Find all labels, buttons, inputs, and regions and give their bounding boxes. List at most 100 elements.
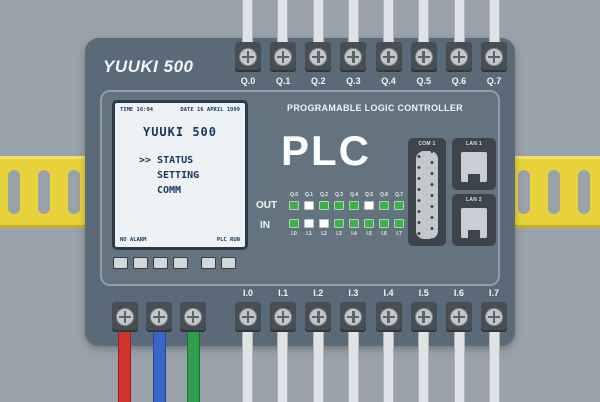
screw-terminal	[445, 302, 472, 332]
output-terminal-label: Q.5	[416, 76, 431, 86]
screw-terminal	[410, 302, 437, 332]
input-wire	[347, 330, 359, 402]
output-led	[364, 201, 374, 210]
output-terminal-label: Q.6	[451, 76, 467, 86]
screw-icon	[484, 308, 503, 326]
panel-title: PROGRAMABLE LOGIC CONTROLLER	[287, 103, 463, 113]
output-wire	[277, 0, 289, 50]
screw-terminal	[375, 302, 402, 332]
out-led-label: Q.6	[379, 192, 389, 198]
in-row-label: IN	[260, 220, 270, 231]
screw-icon	[449, 48, 468, 66]
panel-button-5[interactable]	[201, 257, 216, 269]
input-terminal-label: I.2	[313, 288, 324, 298]
screw-terminal	[270, 42, 297, 72]
panel-button-6[interactable]	[221, 257, 236, 269]
panel-button-2[interactable]	[133, 257, 148, 269]
output-led	[289, 201, 299, 210]
screw-terminal	[410, 42, 437, 72]
screw-terminal	[340, 42, 367, 72]
screw-icon	[274, 48, 293, 66]
output-terminal-label: Q.4	[381, 76, 396, 86]
screw-icon	[379, 48, 398, 66]
screw-terminal	[480, 302, 507, 332]
input-wire	[488, 330, 500, 402]
output-led	[334, 201, 344, 210]
in-led-label: I.2	[321, 231, 327, 237]
din-rail-slot	[68, 170, 80, 214]
out-led-label: Q.5	[364, 192, 374, 198]
output-led	[349, 201, 359, 210]
panel-button-3[interactable]	[153, 257, 168, 269]
out-row-label: OUT	[256, 200, 278, 211]
input-terminal-label: I.3	[348, 288, 359, 298]
out-led-label: Q.1	[304, 192, 314, 198]
screw-icon	[344, 308, 363, 326]
output-wire	[418, 0, 430, 50]
screw-icon	[344, 48, 363, 66]
out-led-label: Q.7	[394, 192, 404, 198]
input-led	[394, 219, 404, 228]
screw-terminal	[340, 302, 367, 332]
out-led-label: Q.3	[334, 192, 344, 198]
screw-terminal	[235, 302, 261, 332]
lan2-port-label: LAN 2	[466, 197, 482, 203]
lcd-header-row: TIME 16:04 DATE 16 APRIL 1999	[120, 107, 240, 113]
plc-logo: PLC	[281, 127, 371, 174]
lcd-menu-item: SETTING	[157, 170, 200, 181]
output-wire	[347, 0, 359, 50]
input-terminal-label: I.0	[242, 288, 253, 298]
screw-icon	[274, 308, 293, 326]
dsub-pins	[416, 151, 438, 239]
in-led-label: I.3	[336, 231, 342, 237]
screw-icon	[239, 308, 257, 326]
input-led	[379, 219, 389, 228]
lcd-title: YUUKI 500	[142, 125, 218, 139]
input-led	[289, 219, 299, 228]
power-terminal-row	[112, 302, 206, 332]
output-wire	[488, 0, 500, 50]
input-terminal-row	[235, 302, 507, 332]
din-rail-slot	[548, 170, 560, 214]
output-terminal-label: Q.1	[275, 76, 291, 86]
lcd-menu-item: COMM	[157, 185, 182, 196]
input-led	[319, 219, 329, 228]
lcd-button-group-right	[201, 257, 236, 269]
input-wire	[383, 330, 395, 402]
in-led-label: I.4	[351, 231, 357, 237]
out-led-label: Q.4	[349, 192, 359, 198]
screw-icon	[184, 308, 202, 326]
in-led-label: I.7	[396, 231, 402, 237]
lcd-time: TIME 16:04	[120, 107, 154, 113]
power-wire	[152, 330, 166, 402]
screw-terminal	[180, 302, 206, 332]
com-port-label: COM 1	[418, 141, 436, 147]
input-terminal-label: I.4	[383, 288, 394, 298]
lcd-alarm-status: NO ALARM	[120, 237, 147, 243]
output-wire	[453, 0, 465, 50]
screw-terminal	[270, 302, 297, 332]
power-wires	[112, 330, 206, 402]
input-led	[334, 219, 344, 228]
output-led	[319, 201, 329, 210]
panel-button-1[interactable]	[113, 257, 128, 269]
output-wire	[312, 0, 324, 50]
output-terminal-row	[235, 42, 507, 72]
out-led-label: Q.0	[289, 192, 299, 198]
power-wire	[187, 330, 200, 402]
output-terminal-label: Q.3	[346, 76, 361, 86]
screw-icon	[150, 308, 168, 326]
panel-button-4[interactable]	[173, 257, 188, 269]
lcd-status-row: NO ALARM PLC RUN	[120, 237, 240, 243]
screw-terminal	[305, 42, 332, 72]
lan1-port-label: LAN 1	[466, 141, 482, 147]
com-port: COM 1	[408, 138, 446, 246]
screw-terminal	[445, 42, 472, 72]
screw-icon	[449, 308, 468, 326]
output-led	[379, 201, 389, 210]
